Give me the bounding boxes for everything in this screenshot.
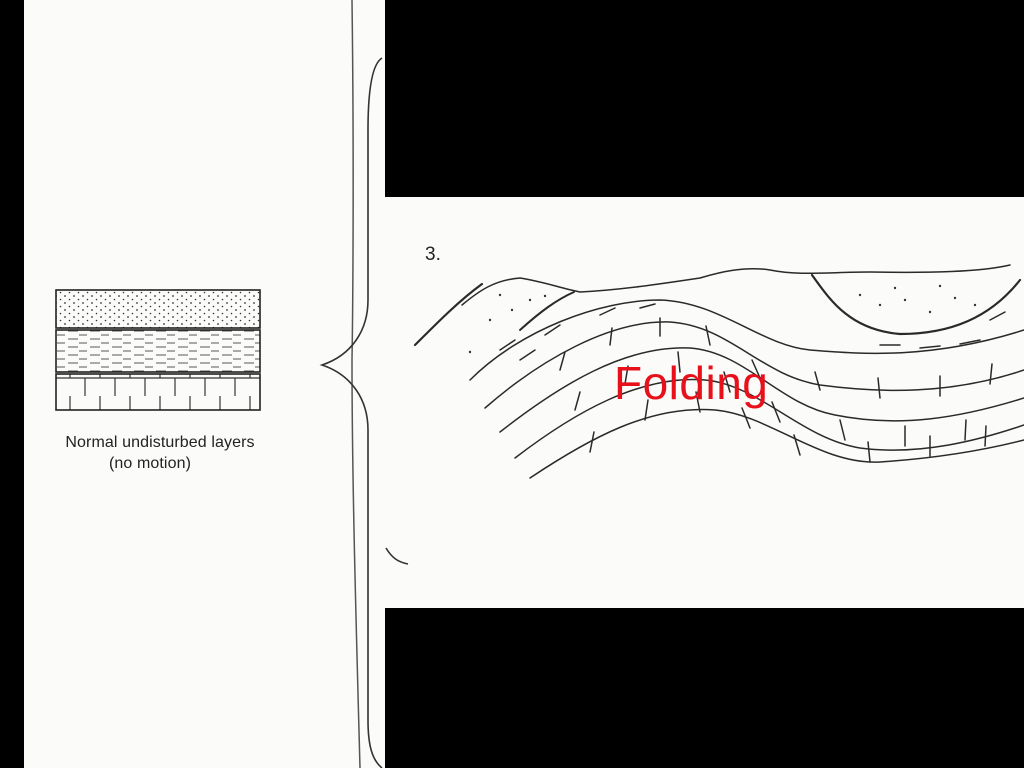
redaction-bottom (385, 608, 1024, 768)
curly-brace (319, 57, 383, 768)
item-number: 3. (425, 244, 441, 265)
caption-line-1: Normal undisturbed layers (65, 434, 255, 451)
layer-sandstone (55, 289, 261, 329)
undisturbed-layers-caption: Normal undisturbed layers (no motion) (34, 432, 286, 474)
caption-line-2: (no motion) (108, 455, 192, 472)
redaction-top (385, 0, 1024, 197)
folding-diagram (413, 264, 1024, 479)
layer-shale (55, 329, 261, 373)
layer-limestone (55, 373, 261, 411)
folding-label: Folding (614, 357, 769, 409)
undisturbed-layers-diagram (55, 289, 261, 411)
